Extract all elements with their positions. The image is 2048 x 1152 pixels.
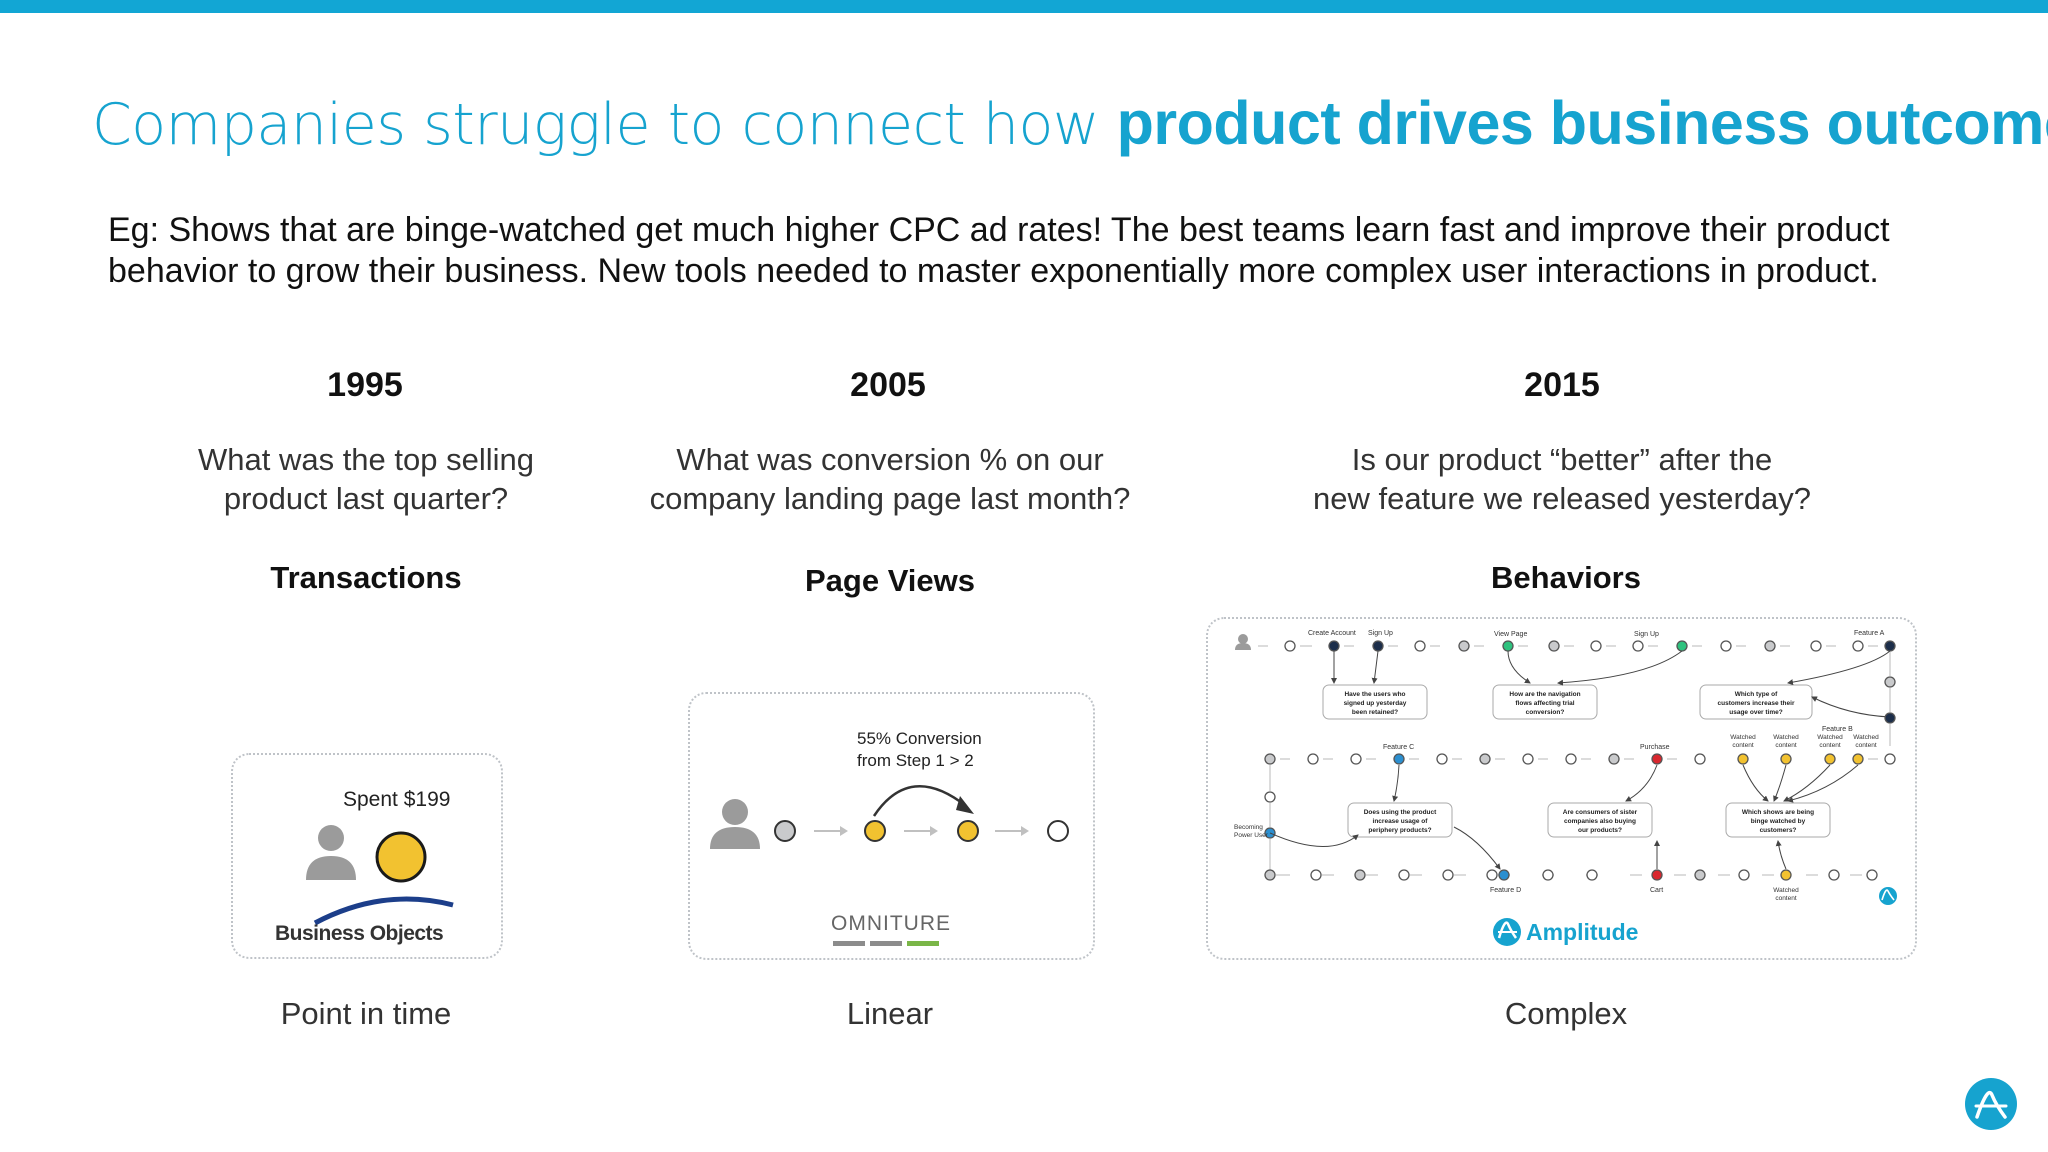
step-dot-1 (864, 820, 886, 842)
title-bold: product drives business outcomes (1116, 89, 2048, 157)
row-2-labels: Feature C Purchase (1383, 744, 1670, 751)
question-2015-line-1: Is our product “better” after the (1351, 442, 1773, 477)
caption-point-in-time: Point in time (280, 996, 452, 1031)
spent-label: Spent $199 (343, 788, 450, 811)
year-2015: 2015 (1524, 366, 1600, 404)
behaviors-card: Create Account Sign Up View Page Sign Up… (1206, 617, 1917, 960)
heading-page-views: Page Views (804, 563, 976, 598)
row-3-events (1264, 869, 1878, 881)
svg-text:Feature D: Feature D (1490, 887, 1521, 894)
step-dot-start (774, 820, 796, 842)
transaction-event-dot (375, 831, 427, 883)
amplitude-wordmark: Amplitude (1526, 919, 1638, 945)
subtitle-line-2: behavior to grow their business. New too… (108, 252, 1879, 290)
omniture-wordmark: OMNITURE (831, 912, 951, 935)
business-objects-wordmark: Business Objects (275, 922, 443, 945)
amplitude-mini-icon (1879, 887, 1897, 905)
conversion-label-line-2: from Step 1 > 2 (857, 751, 974, 770)
caption-linear: Linear (846, 996, 934, 1031)
conversion-arc-arrow (872, 785, 967, 817)
slide-subtitle: Eg: Shows that are binge-watched get muc… (108, 210, 1968, 292)
svg-text:Feature B: Feature B (1822, 726, 1853, 733)
slide-title: Companies struggle to connect how produc… (92, 84, 2048, 164)
row-1-question-arrows (1331, 650, 1891, 718)
caption-complex: Complex (1504, 996, 1628, 1031)
svg-text:View Page: View Page (1494, 631, 1527, 638)
question-1995-line-2: product last quarter? (223, 481, 509, 516)
heading-behaviors: Behaviors (1491, 560, 1641, 595)
title-light: Companies struggle to connect how (92, 92, 1117, 158)
subtitle-line-1: Eg: Shows that are binge-watched get muc… (108, 211, 1890, 249)
svg-text:Sign Up: Sign Up (1634, 631, 1659, 638)
svg-text:Cart: Cart (1650, 887, 1663, 894)
row-1-events (1284, 640, 1896, 652)
step-dot-end (1047, 820, 1069, 842)
flow-arrow-icon (995, 826, 1029, 836)
amplitude-logo: Amplitude (1493, 918, 1638, 946)
svg-text:Create Account: Create Account (1308, 630, 1356, 637)
row-2-question-arrows (1269, 764, 1859, 870)
svg-text:Purchase: Purchase (1640, 744, 1670, 751)
row-2-events (1264, 753, 1896, 765)
question-2015: Is our product “better” after the new fe… (1292, 440, 1832, 518)
question-2005-line-1: What was conversion % on our (676, 442, 1104, 477)
question-2005-line-2: company landing page last month? (649, 481, 1131, 516)
user-icon (710, 799, 760, 849)
flow-arrow-icon (814, 826, 848, 836)
user-icon (306, 825, 356, 880)
user-icon (1235, 634, 1251, 650)
behavior-graph-diagram: Create Account Sign Up View Page Sign Up… (1234, 630, 1897, 946)
transactions-card: Spent $199 Business Objects (231, 753, 503, 959)
question-1995-line-1: What was the top selling (197, 442, 534, 477)
year-2005: 2005 (850, 366, 926, 404)
amplitude-corner-logo-icon (1965, 1078, 2017, 1130)
business-objects-logo: Business Objects (275, 896, 454, 945)
row-3-labels: Feature D Cart (1490, 887, 1663, 894)
heading-transactions: Transactions (270, 560, 462, 595)
svg-text:Feature A: Feature A (1854, 630, 1885, 637)
question-2005: What was conversion % on our company lan… (640, 440, 1140, 518)
svg-text:Feature C: Feature C (1383, 744, 1414, 751)
question-1995: What was the top selling product last qu… (166, 440, 566, 518)
flow-arrow-icon (904, 826, 938, 836)
row-1-labels: Create Account Sign Up View Page Sign Up… (1308, 630, 1885, 638)
step-dot-2 (957, 820, 979, 842)
conversion-label-line-1: 55% Conversion (857, 729, 982, 748)
top-accent-bar (0, 0, 2048, 13)
question-2015-line-2: new feature we released yesterday? (1312, 481, 1811, 516)
page-views-card: 55% Conversion from Step 1 > 2 OMNITURE (688, 692, 1095, 960)
omniture-logo: OMNITURE (831, 912, 951, 946)
svg-text:Sign Up: Sign Up (1368, 630, 1393, 637)
year-1995: 1995 (327, 366, 403, 404)
